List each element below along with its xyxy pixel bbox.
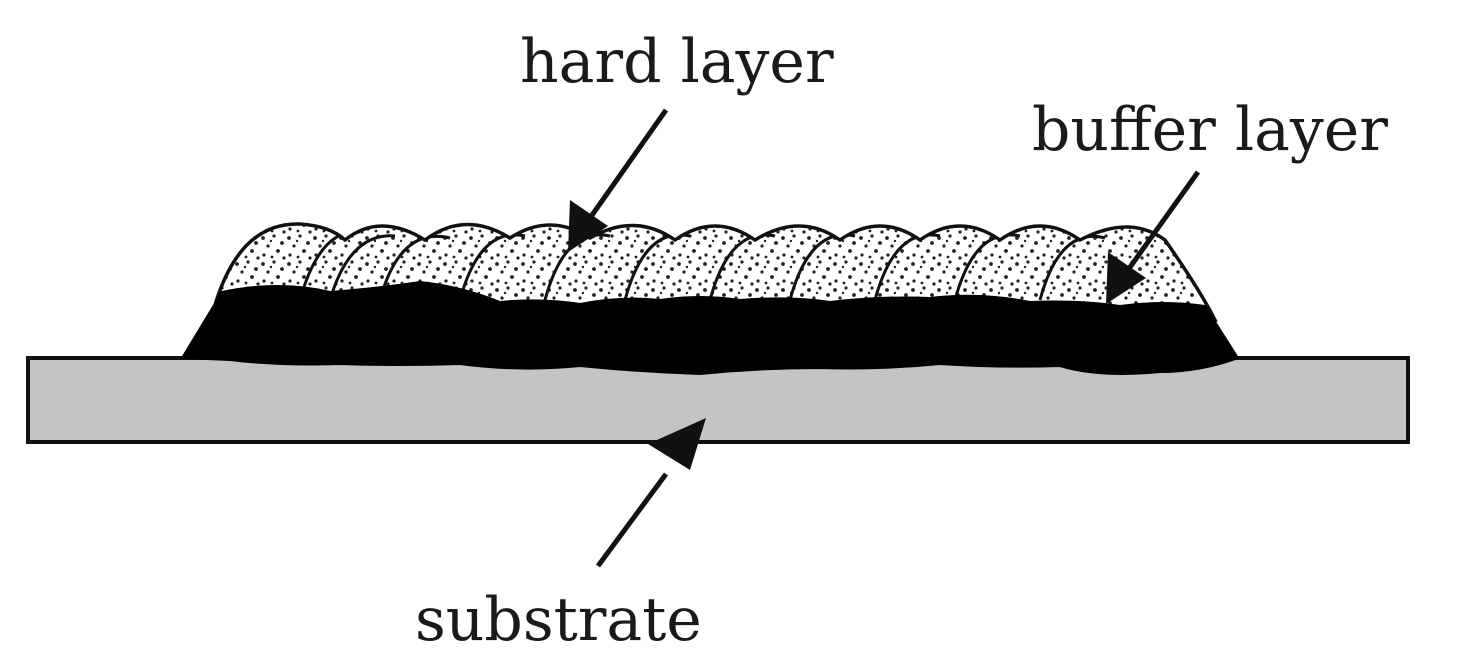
- substrate-label: substrate: [415, 585, 702, 655]
- arrow-to-buffer-layer: [1106, 170, 1201, 304]
- arrow-to-substrate: [595, 418, 706, 568]
- buffer-layer-label: buffer layer: [1032, 95, 1388, 165]
- buffer-layer: [180, 280, 1240, 376]
- arrow-to-hard-layer: [568, 108, 669, 252]
- hard-layer-label: hard layer: [520, 27, 834, 97]
